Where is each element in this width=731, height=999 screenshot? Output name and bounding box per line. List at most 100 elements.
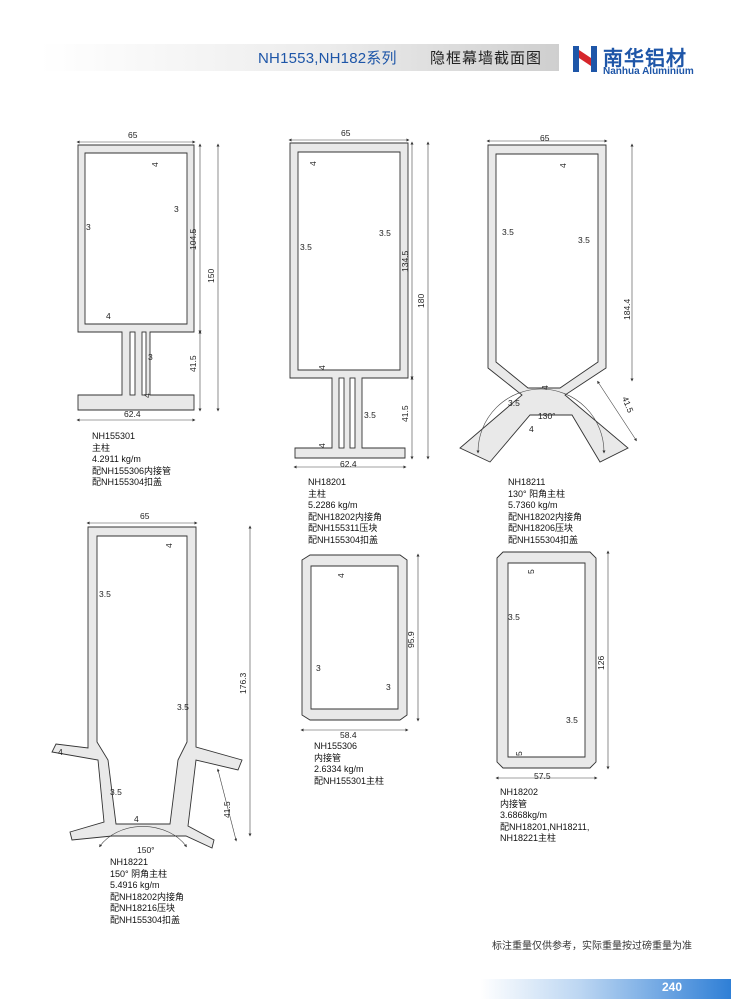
dim-p1-t4a: 4 <box>150 162 160 167</box>
dim-p3-angle: 130° <box>538 411 556 421</box>
series-title: NH1553,NH182系列 <box>258 50 397 67</box>
logo-name-cn: 南华铝材 <box>603 48 687 70</box>
profile-line: 配NH155311压块 <box>308 523 378 533</box>
dim-p3-t4b: 4 <box>540 385 550 390</box>
dim-p6-t35b: 3.5 <box>566 715 578 725</box>
profile-line: 配NH18202内接角 <box>110 891 185 902</box>
caption-nh18221: NH18221 150° 阴角主柱 5.4916 kg/m 配NH18202内接… <box>110 857 184 926</box>
page-number-bar <box>480 979 731 999</box>
profile-line: 130° 阳角主柱 <box>508 488 566 499</box>
dimension-labels: 65 150 104.5 41.5 62.4 4 3 3 4 3 4 65 18… <box>58 128 636 855</box>
nanhua-logo-icon <box>573 46 597 72</box>
dim-p3-side: 41.5 <box>620 395 636 414</box>
profile-code: NH18201 <box>308 477 347 487</box>
profile-line: 配NH18202内接角 <box>308 511 383 522</box>
dim-p3-t35b: 3.5 <box>578 235 590 245</box>
dim-p5-width: 58.4 <box>340 730 357 740</box>
dimension-lines <box>76 138 637 848</box>
profile-line: 5.4916 kg/m <box>110 880 160 890</box>
dim-p2-t4b: 4 <box>317 365 327 370</box>
dim-p5-height: 95.9 <box>406 631 416 648</box>
profile-line: 主柱 <box>308 488 327 499</box>
profile-line: 配NH155304扣盖 <box>508 534 579 545</box>
dim-p6-height: 126 <box>596 656 606 670</box>
profile-code: NH155301 <box>92 431 136 441</box>
profile-line: 3.6868kg/m <box>500 810 548 820</box>
dim-p2-t35b: 3.5 <box>379 228 391 238</box>
profile-line: 5.2286 kg/m <box>308 500 358 510</box>
dim-p4-t4b: 4 <box>58 747 63 757</box>
dim-p3-t35c: 3.5 <box>508 398 520 408</box>
caption-nh18211: NH18211 130° 阳角主柱 5.7360 kg/m 配NH18202内接… <box>508 477 582 546</box>
logo-name-en: Nanhua Aluminium <box>603 66 694 77</box>
profile-line: 配NH18202内接角 <box>508 511 583 522</box>
dim-p3-t4c: 4 <box>529 424 534 434</box>
dim-p1-lower: 41.5 <box>188 355 198 372</box>
dim-p6-t35a: 3.5 <box>508 612 520 622</box>
dim-p3-t35a: 3.5 <box>502 227 514 237</box>
dim-p4-t4c: 4 <box>134 814 139 824</box>
dim-p1-t3b: 3 <box>86 222 91 232</box>
dim-p3-width: 65 <box>540 133 550 143</box>
dim-p2-upper: 134.5 <box>400 250 410 272</box>
dim-p4-side: 41.5 <box>222 801 232 818</box>
profile-code: NH18221 <box>110 857 149 867</box>
profile-nh18202-shape <box>496 551 597 769</box>
dim-p1-width: 65 <box>128 130 138 140</box>
profile-nh155306-shape <box>301 554 408 721</box>
dim-p1-t4c: 4 <box>142 393 152 398</box>
dim-p2-t35c: 3.5 <box>364 410 376 420</box>
profile-line: NH18221主柱 <box>500 833 557 843</box>
profile-line: 配NH18216压块 <box>110 903 176 913</box>
dim-p3-t4a: 4 <box>558 163 568 168</box>
dim-p5-t4: 4 <box>336 573 346 578</box>
dim-p5-t3a: 3 <box>316 663 321 673</box>
caption-nh155301: NH155301 主柱 4.2911 kg/m 配NH155306内接管 配NH… <box>92 431 171 489</box>
profile-line: 内接管 <box>314 752 342 763</box>
profile-line: 配NH18206压块 <box>508 523 574 533</box>
profiles-shapes <box>51 142 629 849</box>
profile-line: 配NH18201,NH18211, <box>500 821 590 832</box>
dim-p6-t5b: 5 <box>514 751 524 756</box>
dim-p2-base: 62.4 <box>340 459 357 469</box>
page-title: 隐框幕墙截面图 <box>430 50 543 67</box>
page-number: 240 <box>662 980 683 994</box>
dim-p2-height: 180 <box>416 294 426 308</box>
dim-p4-t35c: 3.5 <box>110 787 122 797</box>
dim-p2-t4a: 4 <box>308 161 318 166</box>
profile-line: 配NH155304扣盖 <box>308 534 379 545</box>
profile-nh18201-shape <box>289 142 409 459</box>
profile-line: 内接管 <box>500 798 528 809</box>
weight-disclaimer: 标注重量仅供参考，实际重量按过磅重量为准 <box>492 941 692 952</box>
dim-p1-t4b: 4 <box>106 311 111 321</box>
dim-p2-t35a: 3.5 <box>300 242 312 252</box>
dim-p1-t3c: 3 <box>148 352 153 362</box>
profile-nh18221-shape <box>51 526 243 849</box>
profile-line: 主柱 <box>92 442 111 453</box>
dim-p2-width: 65 <box>341 128 351 138</box>
profile-line: 配NH155301主柱 <box>314 775 385 786</box>
profile-code: NH18211 <box>508 477 546 487</box>
profile-line: 配NH155306内接管 <box>92 465 172 476</box>
dim-p1-upper: 104.5 <box>188 228 198 250</box>
dim-p4-t35a: 3.5 <box>99 589 111 599</box>
dim-p6-t5a: 5 <box>526 569 536 574</box>
dim-p6-width: 57.5 <box>534 771 551 781</box>
dim-p2-t4c: 4 <box>317 443 327 448</box>
dim-p2-lower: 41.5 <box>400 405 410 422</box>
dim-p4-height: 176.3 <box>238 672 248 694</box>
profile-code: NH18202 <box>500 787 539 797</box>
caption-nh18201: NH18201 主柱 5.2286 kg/m 配NH18202内接角 配NH15… <box>308 477 382 546</box>
profile-line: 2.6334 kg/m <box>314 764 364 774</box>
profile-line: 配NH155304扣盖 <box>92 477 163 487</box>
profile-nh18211-shape <box>459 144 629 463</box>
caption-nh18202: NH18202 内接管 3.6868kg/m 配NH18201,NH18211,… <box>500 787 589 845</box>
dim-p3-height: 184.4 <box>622 298 632 320</box>
profile-nh155301-shape <box>77 144 195 411</box>
header-band <box>40 44 559 71</box>
dim-p4-t35b: 3.5 <box>177 702 189 712</box>
caption-nh155306: NH155306 内接管 2.6334 kg/m 配NH155301主柱 <box>314 741 384 787</box>
dim-p1-height: 150 <box>206 269 216 283</box>
profile-line: 5.7360 kg/m <box>508 500 558 510</box>
